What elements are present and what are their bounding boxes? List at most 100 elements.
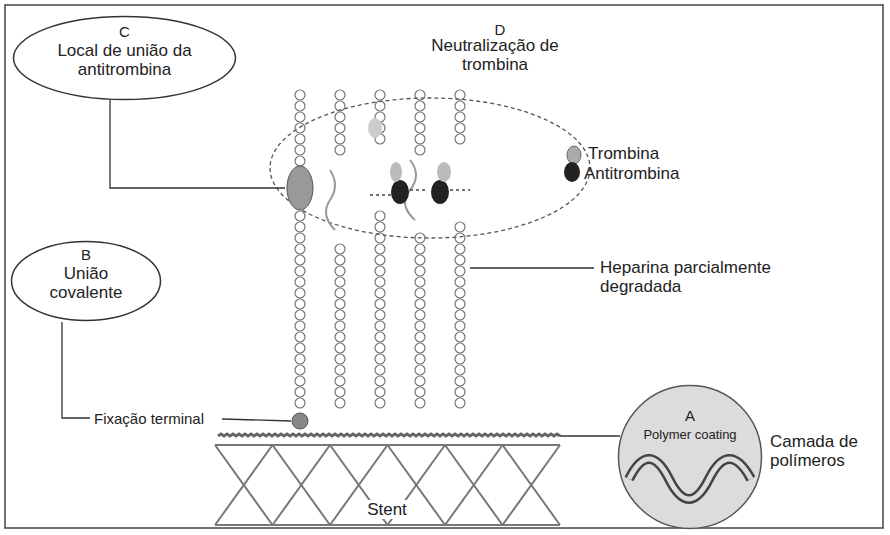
leader-line <box>62 322 90 418</box>
heparin-unit <box>455 123 465 133</box>
heparin-unit <box>455 332 465 342</box>
heparin-unit <box>455 299 465 309</box>
heparin-unit <box>375 222 385 232</box>
neutralization-region <box>270 98 590 238</box>
stent-strut <box>215 445 273 525</box>
heparin-unit <box>295 211 305 221</box>
part-name: Heparina parcialmente degradada <box>600 258 830 296</box>
heparin-unit <box>455 266 465 276</box>
heparin-unit <box>415 387 425 397</box>
heparin-unit <box>415 266 425 276</box>
heparin-unit <box>335 310 345 320</box>
heparin-unit <box>415 332 425 342</box>
heparin-unit <box>455 365 465 375</box>
heparin-unit <box>375 255 385 265</box>
stent-strut <box>445 445 503 525</box>
stent-strut <box>503 445 561 525</box>
thrombin <box>567 146 581 164</box>
thrombin <box>390 162 402 182</box>
heparin-unit <box>415 365 425 375</box>
heparin-unit <box>335 321 345 331</box>
heparin-unit <box>335 332 345 342</box>
heparin-unit <box>375 365 385 375</box>
heparin-unit <box>335 376 345 386</box>
heparin-unit <box>335 299 345 309</box>
heparin-unit <box>415 244 425 254</box>
ellipse-outline <box>14 17 236 100</box>
heparin-unit <box>295 354 305 364</box>
heparin-unit <box>295 233 305 243</box>
callout-ellipse: BUnião covalente <box>10 240 162 322</box>
heparin-unit <box>295 299 305 309</box>
heparin-unit <box>375 310 385 320</box>
leader-line <box>470 267 594 268</box>
heparin-unit <box>375 376 385 386</box>
heparin-unit <box>455 101 465 111</box>
leader-line <box>110 100 285 188</box>
terminal-attachment <box>292 413 308 429</box>
stent-strut <box>215 445 273 525</box>
heparin-unit <box>295 398 305 408</box>
heparin-unit <box>295 266 305 276</box>
callout-text: União covalente <box>42 264 130 302</box>
polymer-wave <box>629 459 751 499</box>
heparin-unit <box>455 376 465 386</box>
heparin-unit <box>455 112 465 122</box>
antithrombin <box>431 180 449 204</box>
heparin-unit <box>295 244 305 254</box>
heparin-unit <box>455 277 465 287</box>
heparin-unit <box>335 387 345 397</box>
heparin-unit <box>295 156 305 166</box>
heparin-unit <box>335 90 345 100</box>
heparin-unit <box>295 222 305 232</box>
stent-lattice <box>215 445 560 525</box>
frame <box>5 5 883 528</box>
heparin-unit <box>415 134 425 144</box>
node-outline <box>617 384 763 530</box>
heparin-unit <box>455 222 465 232</box>
heparin-unit <box>415 354 425 364</box>
heparin-unit <box>335 244 345 254</box>
heparin-unit <box>335 134 345 144</box>
heparin-unit <box>375 244 385 254</box>
heparin-unit <box>455 310 465 320</box>
callout-text: Polymer coating <box>633 425 747 444</box>
heparin-unit <box>295 255 305 265</box>
leader-line <box>560 435 620 436</box>
callout-letter: C <box>44 22 205 41</box>
heparin-unit <box>295 321 305 331</box>
antithrombin-binding-site <box>287 166 313 210</box>
heparin-unit <box>455 387 465 397</box>
heparin-unit <box>375 90 385 100</box>
heparin-unit <box>375 101 385 111</box>
heparin-unit <box>335 123 345 133</box>
stent-strut <box>445 445 503 525</box>
heparin-unit <box>375 288 385 298</box>
stent-strut <box>273 445 331 525</box>
heparin-unit <box>295 376 305 386</box>
heparin-unit <box>295 123 305 133</box>
part-name: Stent <box>364 500 410 519</box>
part-name: Trombina <box>588 144 698 163</box>
heparin-unit <box>375 211 385 221</box>
heparin-unit <box>375 321 385 331</box>
heparin-unit <box>415 343 425 353</box>
heparin-unit <box>375 343 385 353</box>
heparin-unit <box>415 398 425 408</box>
heparin-unit <box>295 101 305 111</box>
heparin-unit <box>295 90 305 100</box>
heparin-unit <box>415 288 425 298</box>
part-name: Antitrombina <box>584 164 704 183</box>
heparin-unit <box>375 266 385 276</box>
heparin-chains <box>295 90 465 408</box>
thrombin <box>368 118 382 138</box>
circle-outline <box>619 386 762 529</box>
heparin-unit <box>455 343 465 353</box>
heparin-unit <box>335 365 345 375</box>
stent-strut <box>273 445 331 525</box>
heparin-unit <box>415 321 425 331</box>
part-name: Fixação terminal <box>94 409 222 428</box>
heparin-unit <box>375 332 385 342</box>
reaction-arrow <box>370 190 470 195</box>
heparin-unit <box>415 112 425 122</box>
